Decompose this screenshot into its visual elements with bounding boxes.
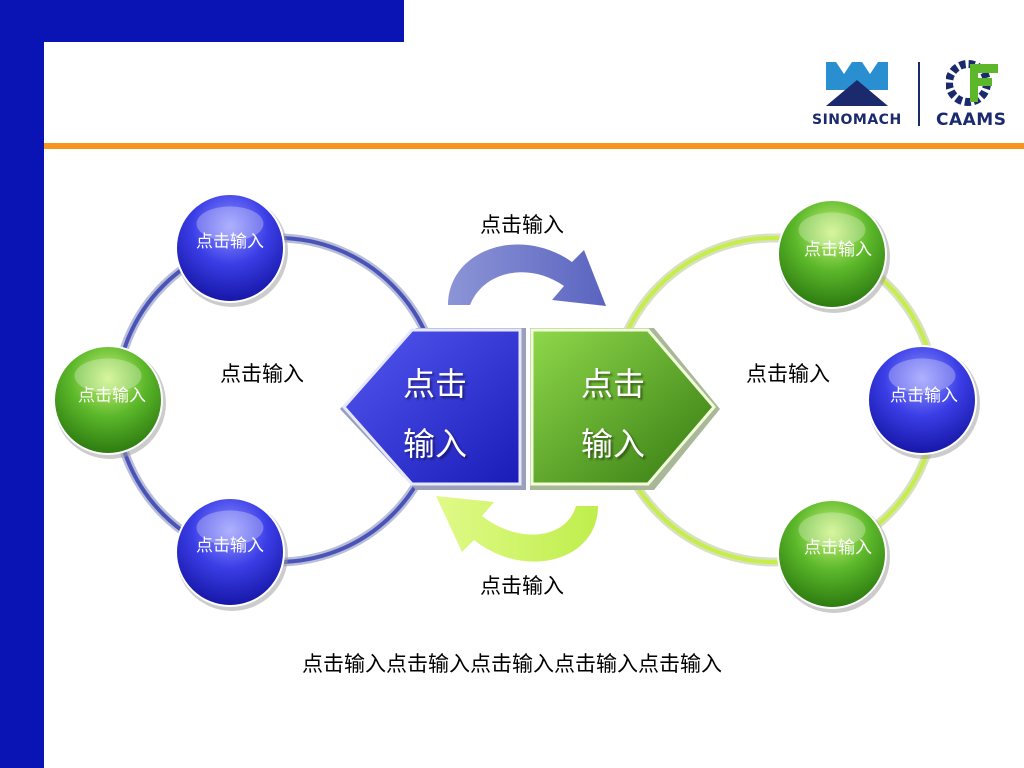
center-right-label-line1: 点击 (580, 365, 645, 403)
right-node-label-top: 点击输入 (804, 240, 872, 260)
right-inner-label: 点击输入 (746, 362, 830, 386)
caams-logo-icon (946, 60, 998, 106)
center-left-label-line1: 点击 (402, 365, 467, 403)
center-left-label-line2: 输入 (402, 425, 467, 463)
center-hex-left (341, 328, 522, 486)
top-label: 点击输入 (480, 213, 564, 237)
left-node-bottom (175, 497, 288, 611)
right-node-middle (867, 345, 980, 459)
center-right-label-line2: 输入 (580, 425, 645, 463)
sinomach-logo-icon (826, 62, 888, 106)
left-node-middle (53, 345, 166, 459)
left-node-label-bottom: 点击输入 (196, 536, 264, 556)
right-nodes (777, 199, 980, 613)
top-curved-arrow (448, 244, 606, 306)
logo-divider (918, 62, 920, 126)
bottom-curved-arrow (436, 496, 598, 562)
left-node-top (175, 193, 288, 307)
right-node-top (777, 199, 890, 313)
center-hex-right (530, 328, 716, 486)
left-inner-label: 点击输入 (220, 362, 304, 386)
left-node-label-top: 点击输入 (196, 232, 264, 252)
side-bar (0, 0, 44, 768)
right-node-label-middle: 点击输入 (890, 386, 958, 406)
caams-logo-text: CAAMS (936, 110, 1007, 130)
right-node-bottom (777, 499, 890, 613)
footer-text: 点击输入点击输入点击输入点击输入点击输入 (302, 652, 722, 676)
header-divider-line (44, 143, 1024, 149)
bottom-label: 点击输入 (480, 574, 564, 598)
sinomach-logo-text: SINOMACH (812, 112, 902, 128)
left-nodes (53, 193, 288, 611)
left-node-label-middle: 点击输入 (78, 386, 146, 406)
right-node-label-bottom: 点击输入 (804, 538, 872, 558)
top-bar (0, 0, 404, 42)
